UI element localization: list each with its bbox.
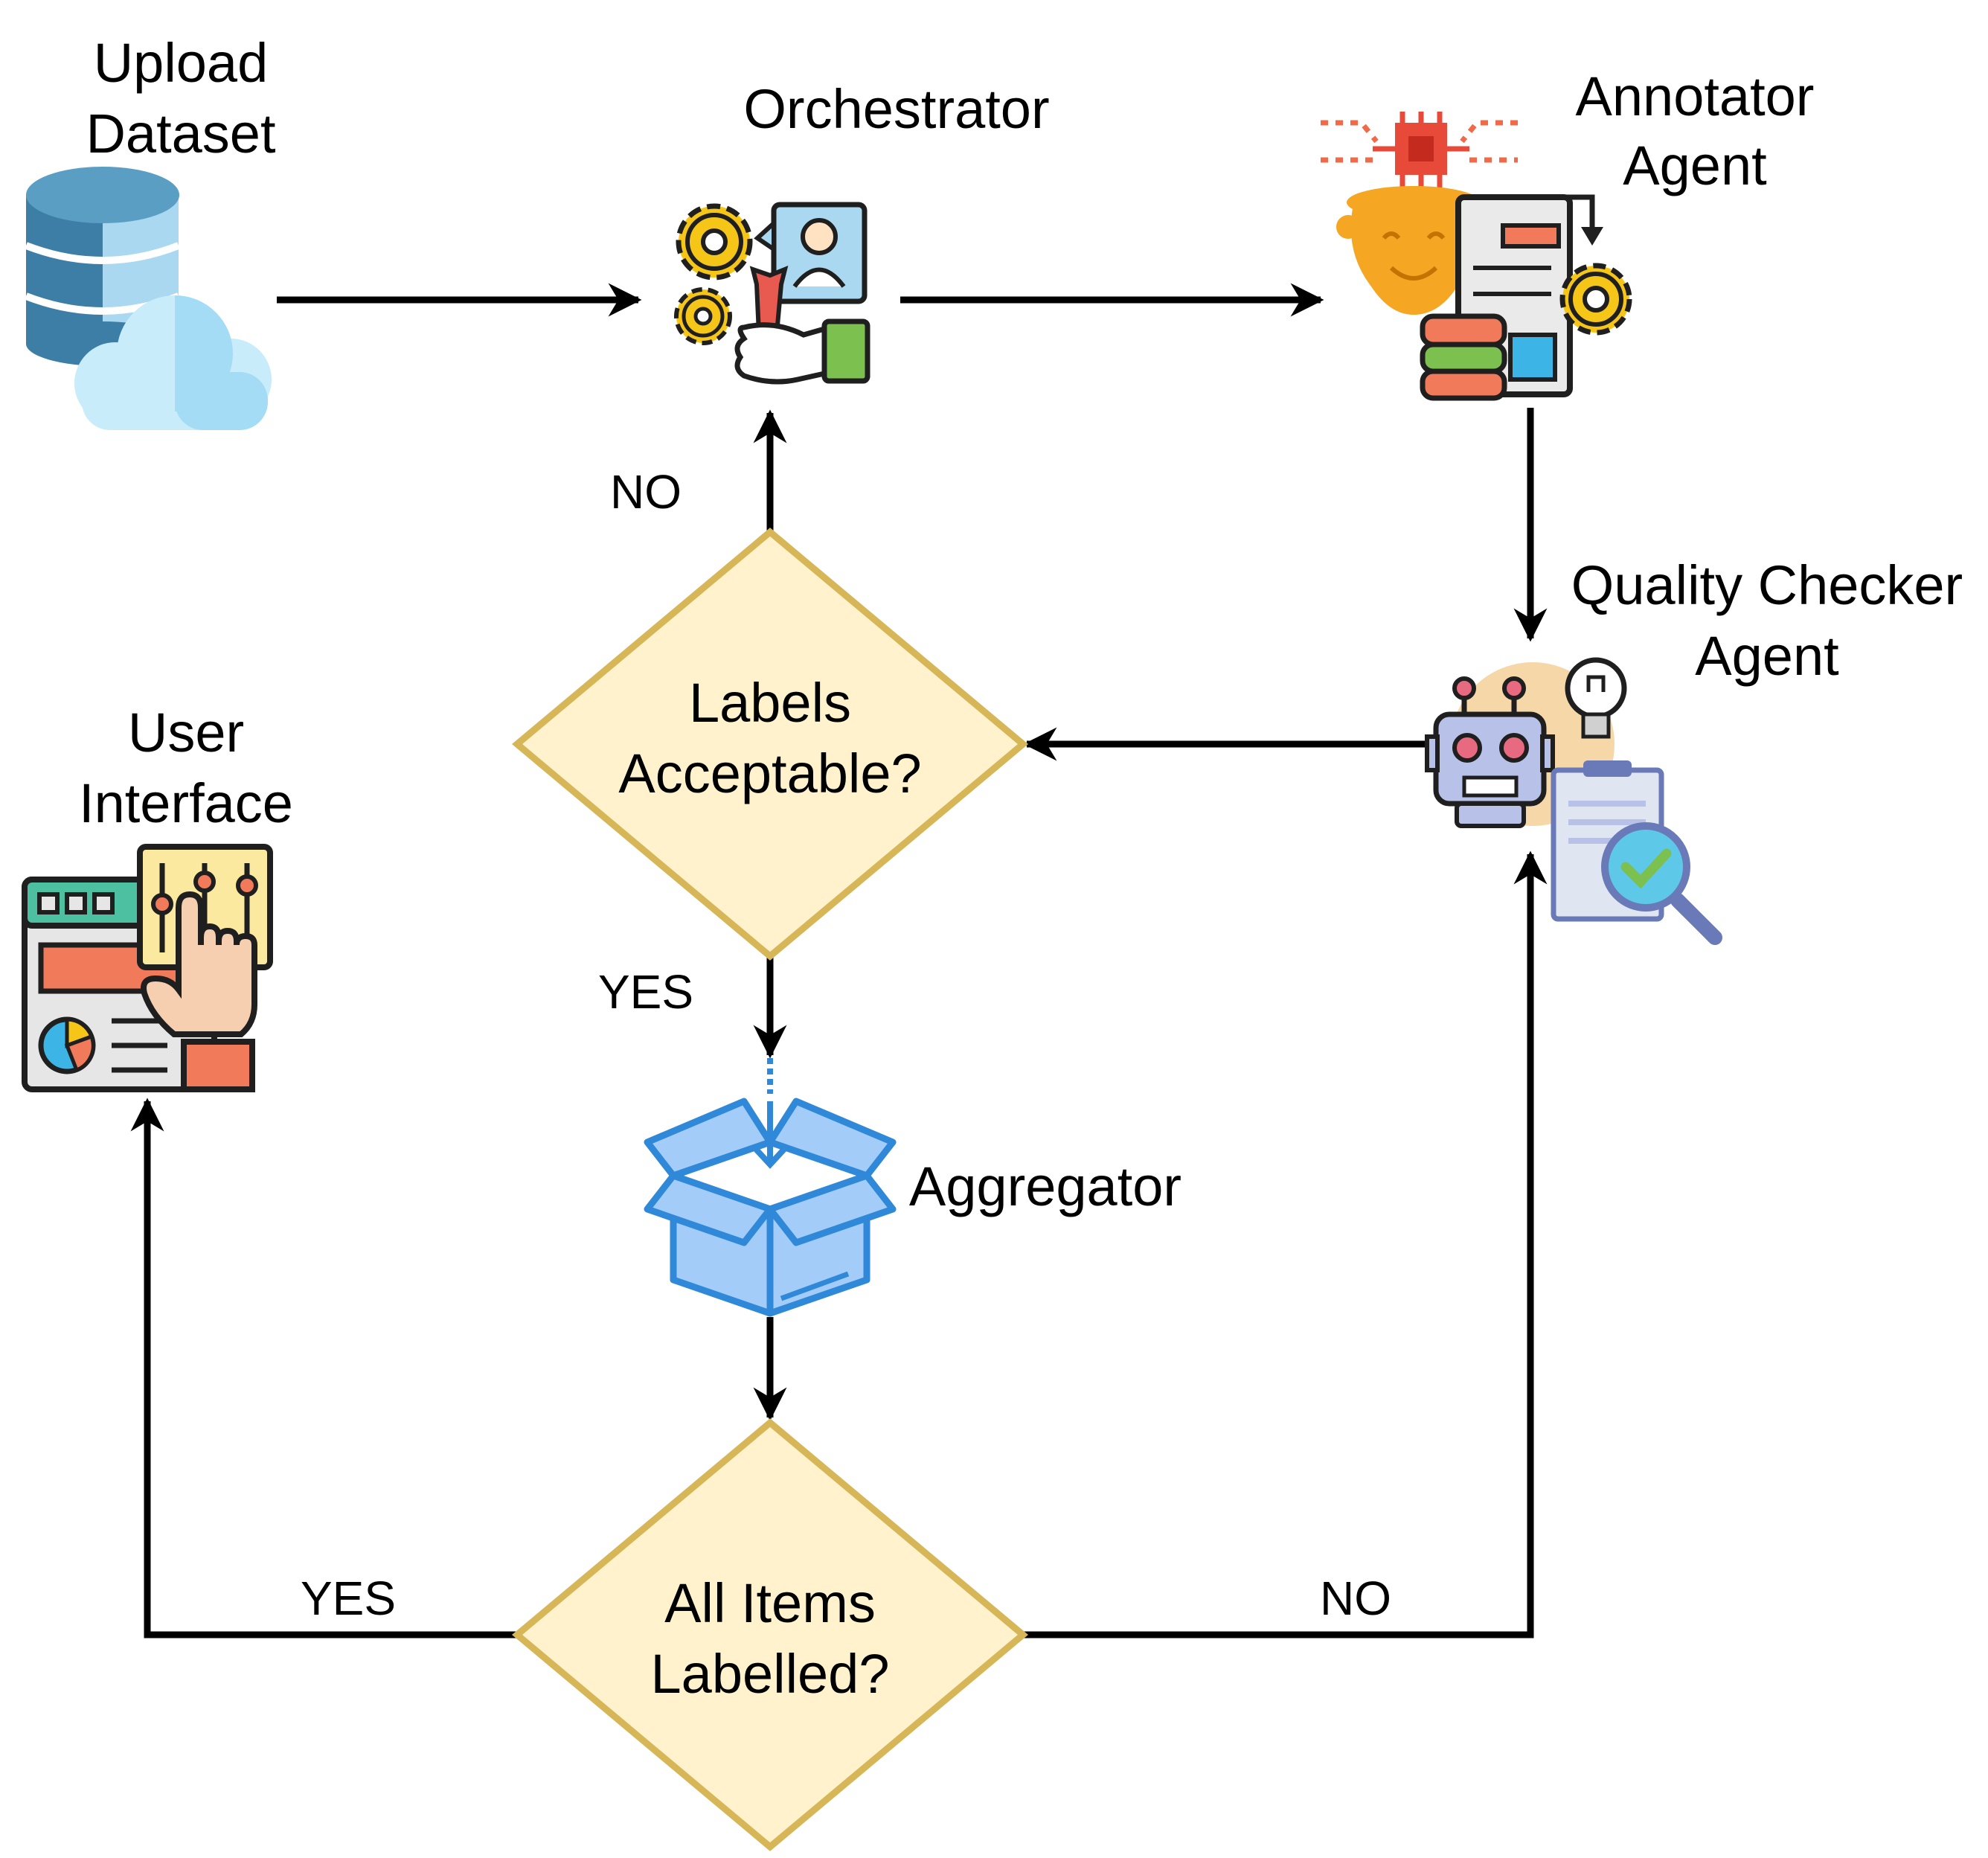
user-interface-line1: User [128,702,244,763]
ai-head-document-icon [1321,112,1632,401]
open-box-icon [644,1058,897,1317]
edge-items-yes-to-user-interface [130,1098,517,1638]
annotator-agent-node: Annotator Agent [1321,65,1815,401]
aggregator-node: Aggregator [644,1058,1181,1317]
quality-checker-line2: Agent [1695,625,1839,687]
all-items-labelled-line1: All Items [664,1572,876,1634]
annotator-agent-line2: Agent [1623,135,1767,196]
upload-dataset-line2: Dataset [86,103,275,164]
user-interface-line2: Interface [79,772,293,834]
labels-acceptable-decision: Labels Acceptable? [511,528,1029,961]
dashboard-touch-icon [22,844,273,1092]
robot-clipboard-icon [1425,657,1722,945]
edge-label-labels-no: NO [610,465,682,519]
edge-label-labels-yes: YES [598,965,693,1019]
upload-dataset-line1: Upload [94,32,269,94]
quality-checker-agent-node: Quality Checker Agent [1425,554,1963,945]
labels-acceptable-line1: Labels [689,672,851,734]
orchestrator-label: Orchestrator [743,78,1049,140]
edge-label-items-no: NO [1320,1572,1391,1625]
annotator-agent-line1: Annotator [1576,65,1815,127]
all-items-labelled-decision: All Items Labelled? [511,1418,1029,1851]
aggregator-label: Aggregator [909,1156,1181,1217]
database-cloud-icon [25,167,272,430]
all-items-labelled-line2: Labelled? [651,1643,890,1705]
gears-wrench-icon [674,202,870,385]
user-interface-node: User Interface [22,702,293,1092]
edge-items-no-to-quality-checker [1023,850,1548,1638]
labels-acceptable-line2: Acceptable? [618,743,921,804]
upload-dataset-node: Upload Dataset [25,32,276,430]
quality-checker-line1: Quality Checker [1571,554,1963,616]
edge-label-items-yes: YES [301,1572,396,1625]
orchestrator-node: Orchestrator [674,78,1050,385]
